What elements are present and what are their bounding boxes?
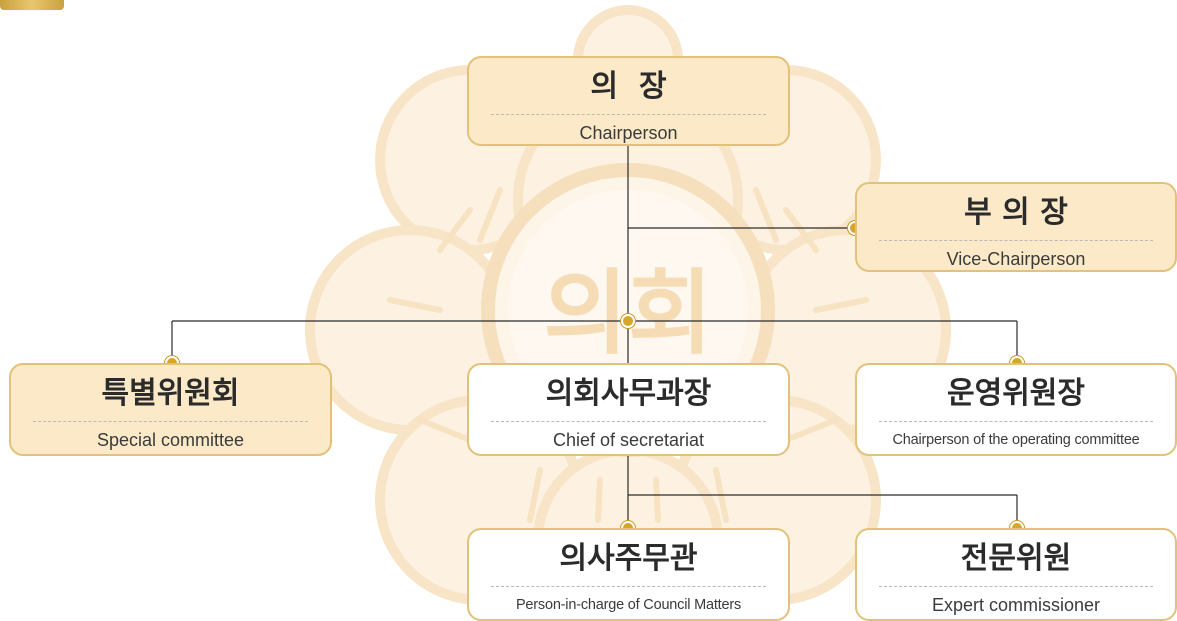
node-vice-chairperson-ko: 부 의 장 bbox=[964, 195, 1068, 230]
node-secretariat-chief-ko: 의회사무과장 bbox=[545, 376, 712, 411]
node-vice-chairperson: 부 의 장 Vice-Chairperson bbox=[855, 182, 1177, 272]
divider bbox=[879, 421, 1153, 422]
node-special-committee-ko: 특별위원회 bbox=[101, 376, 240, 411]
node-vice-chairperson-en: Vice-Chairperson bbox=[946, 249, 1086, 269]
node-council-affairs-en: Person-in-charge of Council Matters bbox=[515, 597, 742, 613]
node-council-affairs: 의사주무관 Person-in-charge of Council Matter… bbox=[467, 528, 790, 621]
connector-dot-hub bbox=[621, 314, 635, 328]
divider bbox=[33, 421, 308, 422]
node-operating-chair-ko: 운영위원장 bbox=[947, 376, 1085, 411]
node-council-affairs-ko: 의사주무관 bbox=[559, 541, 698, 576]
emblem-logo bbox=[0, 0, 64, 10]
node-expert-commissioner-en: Expert commissioner bbox=[931, 595, 1101, 615]
node-secretariat-chief-en: Chief of secretariat bbox=[552, 430, 705, 450]
divider bbox=[879, 586, 1153, 587]
node-chairperson: 의 장 Chairperson bbox=[467, 56, 790, 146]
node-special-committee-en: Special committee bbox=[96, 430, 245, 450]
node-expert-commissioner-ko: 전문위원 bbox=[960, 541, 1072, 576]
divider bbox=[879, 240, 1153, 241]
node-operating-chair-en: Chairperson of the operating committee bbox=[892, 432, 1140, 448]
node-special-committee: 특별위원회 Special committee bbox=[9, 363, 332, 456]
node-chairperson-ko: 의 장 bbox=[590, 69, 667, 104]
divider bbox=[491, 421, 766, 422]
divider bbox=[491, 586, 766, 587]
node-expert-commissioner: 전문위원 Expert commissioner bbox=[855, 528, 1177, 621]
node-operating-chair: 운영위원장 Chairperson of the operating commi… bbox=[855, 363, 1177, 456]
node-chairperson-en: Chairperson bbox=[579, 123, 678, 143]
node-secretariat-chief: 의회사무과장 Chief of secretariat bbox=[467, 363, 790, 456]
divider bbox=[491, 114, 766, 115]
